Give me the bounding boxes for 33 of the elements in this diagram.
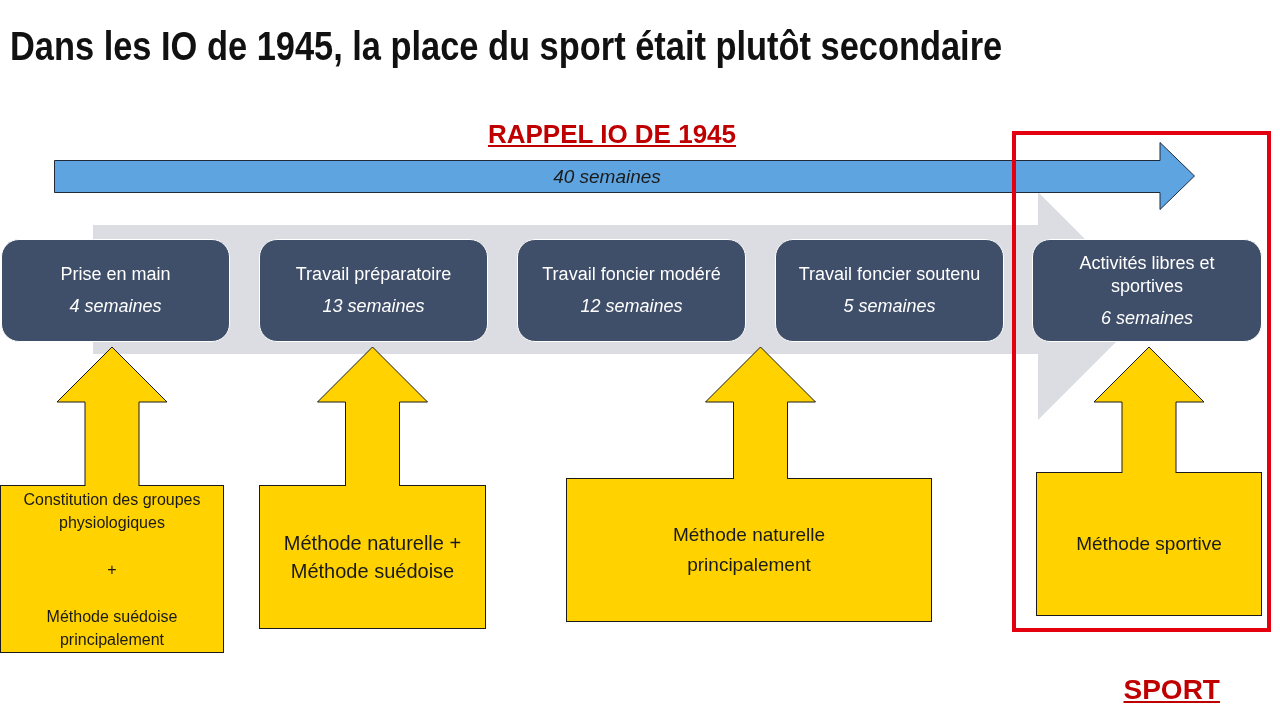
block-arrow (1093, 346, 1205, 474)
phase-box (1, 239, 230, 342)
method-text: Méthode naturelle principalement (671, 523, 827, 577)
phase-title: Prise en main (60, 263, 171, 286)
duration-text: 5 semaines (843, 295, 936, 318)
phase-box (1032, 239, 1262, 342)
block-arrow (317, 346, 428, 487)
method-text: + (107, 559, 117, 580)
duration-text: 40 semaines (553, 165, 661, 189)
block-arrow (56, 346, 168, 487)
section-heading: RAPPEL IO DE 1945 (487, 120, 737, 148)
duration-text: 13 semaines (322, 295, 425, 318)
method-box (1036, 472, 1262, 616)
phase-title: Travail préparatoire (295, 263, 452, 286)
method-box (566, 478, 932, 622)
phase-title: Travail foncier modéré (542, 263, 721, 286)
duration-text: 4 semaines (69, 295, 162, 318)
frame-label: SPORT (1123, 674, 1220, 706)
method-text: Méthode naturelle + Méthode suédoise (282, 531, 463, 584)
phase-box (517, 239, 746, 342)
method-box (259, 485, 486, 629)
duration-text: 6 semaines (1100, 306, 1194, 330)
duration-text: 12 semaines (580, 295, 683, 318)
method-text: Méthode suédoise principalement (45, 606, 179, 650)
method-box (0, 485, 224, 653)
phase-title: Travail foncier soutenu (798, 263, 981, 286)
method-text: Méthode sportive (1076, 532, 1222, 556)
slide-title: Dans les IO de 1945, la place du sport était plutôt secondaire (10, 24, 1003, 69)
method-text: Constitution des groupes physiologiques (22, 489, 202, 533)
block-arrow (705, 346, 816, 480)
phase-title: Activités libres et sportives (1078, 251, 1216, 298)
phase-box (775, 239, 1004, 342)
phase-box (259, 239, 488, 342)
